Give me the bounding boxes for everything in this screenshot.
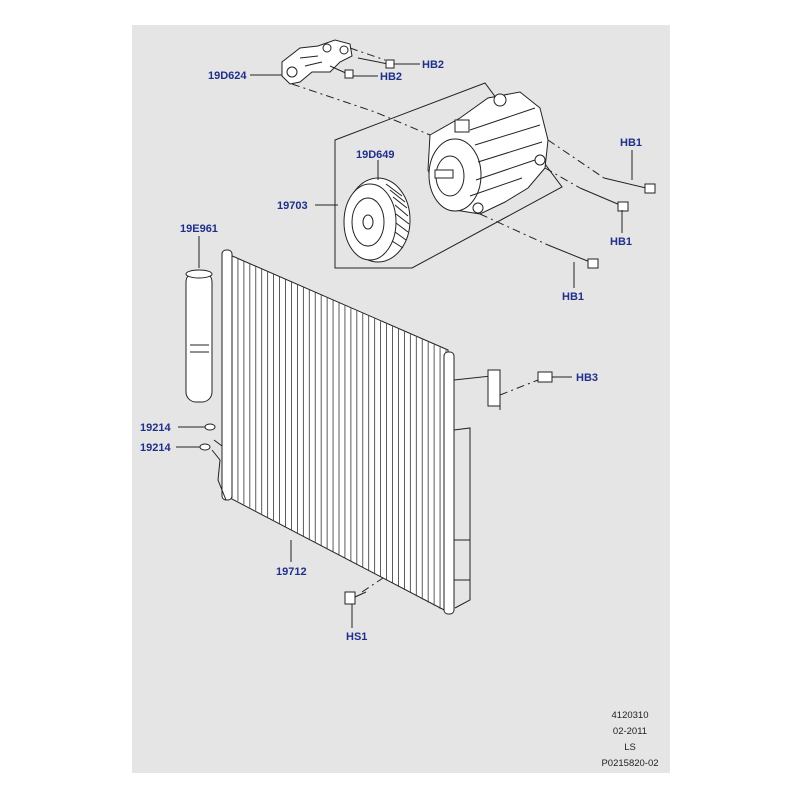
alignment-line-bracket: [291, 83, 431, 136]
o-ring-b[interactable]: [199, 443, 211, 451]
mounting-bracket[interactable]: [281, 39, 353, 85]
callout-hb2-lower: HB2: [380, 71, 402, 83]
o-ring-a[interactable]: [204, 423, 216, 431]
condenser[interactable]: [211, 249, 501, 615]
callout-19e961: 19E961: [180, 223, 218, 235]
hb2-bolt-top[interactable]: [357, 57, 395, 69]
callout-hb1-mid: HB1: [610, 236, 632, 248]
hb1-bolt-top[interactable]: [603, 177, 656, 194]
alignment-line-hs1: [361, 569, 396, 593]
compressor-group-outline: [334, 82, 563, 269]
hb1-bolt-mid[interactable]: [579, 187, 629, 212]
callout-19d649: 19D649: [356, 149, 395, 161]
alignment-line-hb1-top: [547, 139, 605, 179]
callout-19214-b: 19214: [140, 442, 171, 454]
footer-initials: LS: [624, 742, 636, 753]
callout-19703: 19703: [277, 200, 308, 212]
alignment-line-hb3: [499, 379, 539, 396]
hb2-bolt-lower[interactable]: [329, 65, 354, 79]
ac-compressor[interactable]: [427, 91, 549, 215]
alignment-line-hb1-low: [479, 213, 549, 246]
footer-ref: P0215820-02: [601, 758, 658, 769]
callout-hb1-low: HB1: [562, 291, 584, 303]
footer-code: 4120310: [612, 710, 649, 721]
callout-19d624: 19D624: [208, 70, 247, 82]
compressor-pulley[interactable]: [343, 177, 411, 263]
callout-hb2-top: HB2: [422, 59, 444, 71]
alignment-line-bracket-2: [349, 47, 386, 61]
callout-hb3: HB3: [576, 372, 598, 384]
callout-hs1: HS1: [346, 631, 367, 643]
alignment-line-hb1-mid: [544, 167, 581, 189]
callout-19214-a: 19214: [140, 422, 171, 434]
footer-date: 02-2011: [613, 726, 647, 737]
callout-19712: 19712: [276, 566, 307, 578]
hs1-bolt[interactable]: [344, 591, 367, 605]
receiver-drier[interactable]: [185, 269, 213, 403]
hb1-bolt-low[interactable]: [547, 244, 599, 269]
callout-hb1-top: HB1: [620, 137, 642, 149]
